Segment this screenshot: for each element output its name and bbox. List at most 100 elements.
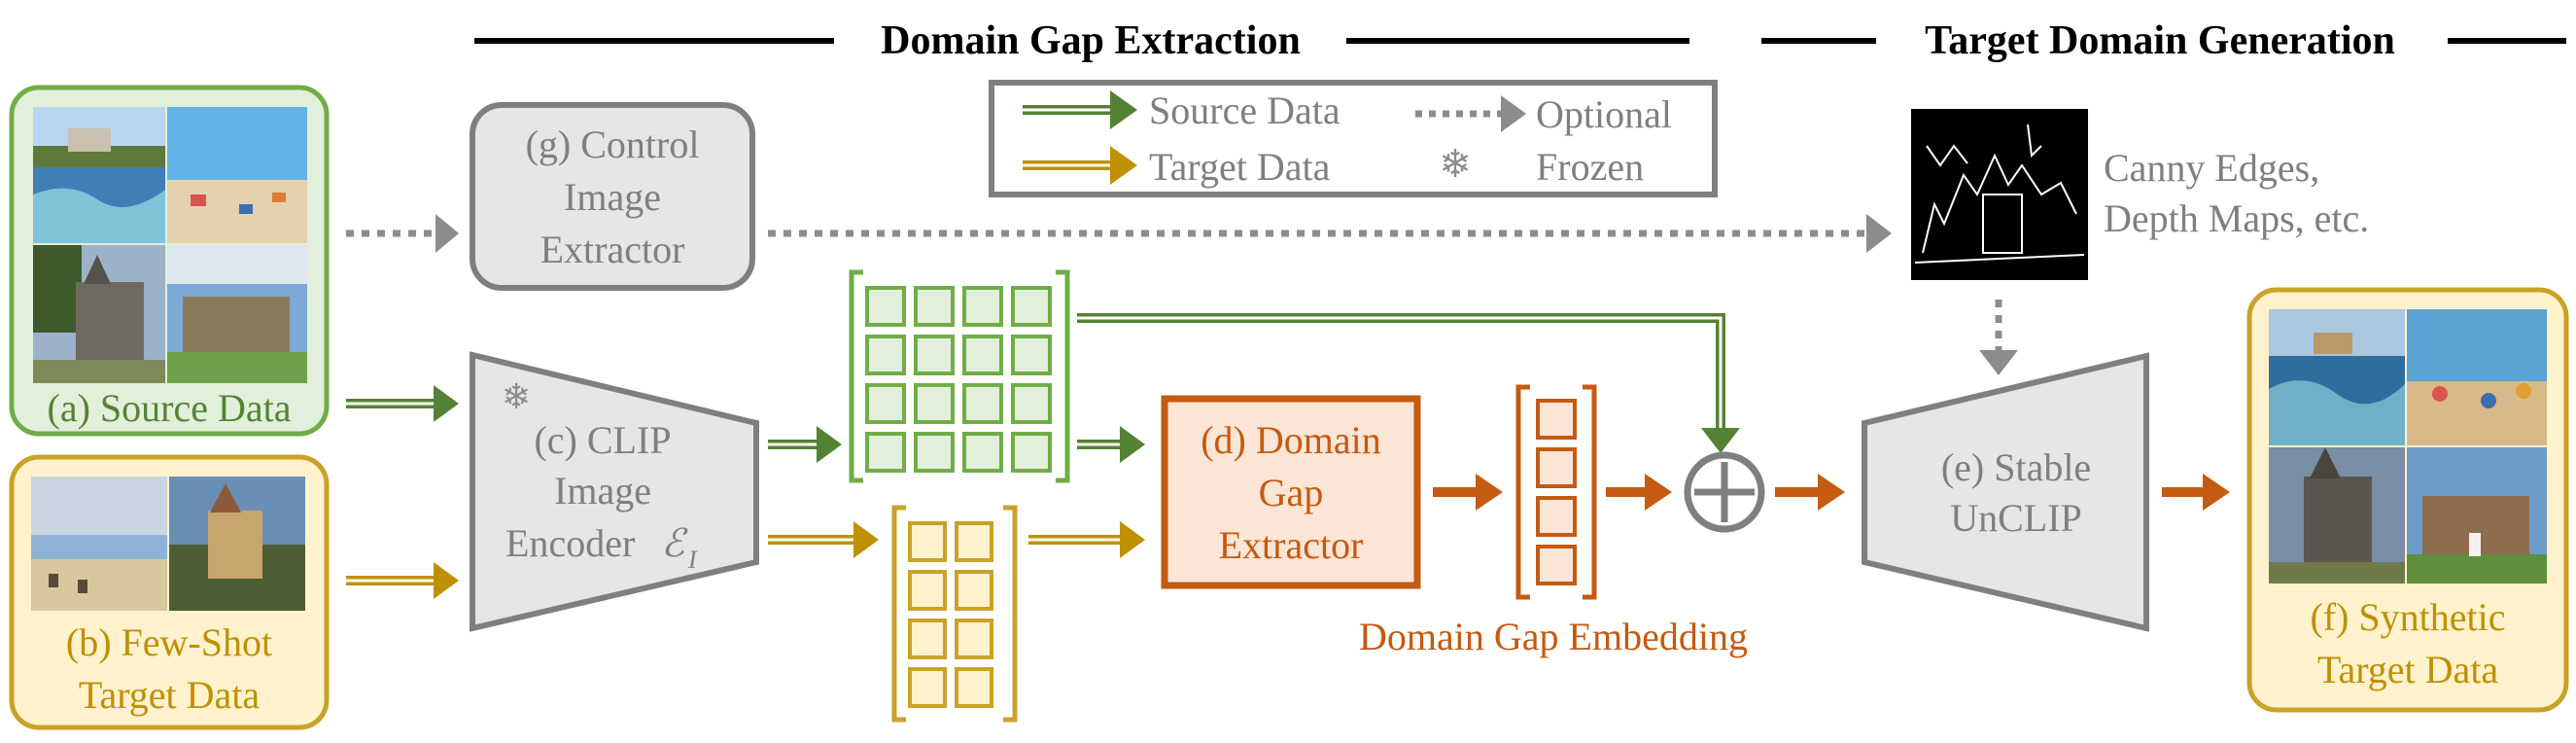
clip-label-line3: Encoder <box>505 521 635 565</box>
gap-extractor-to-embedding-arrow <box>1433 474 1503 511</box>
section-title-target-generation: Target Domain Generation <box>1925 18 2395 63</box>
domain-gap-embedding-vector <box>1515 384 1597 600</box>
embedding-to-plus-arrow <box>1606 474 1672 511</box>
source-to-gap-extractor-arrow <box>1077 426 1145 463</box>
synthetic-image-beach <box>2407 309 2547 445</box>
source-data-label: (a) Source Data <box>48 386 292 430</box>
plus-icon <box>1684 451 1765 533</box>
source-embedding-cell <box>1011 335 1052 375</box>
target-embedding-cell <box>955 619 993 659</box>
target-embedding-cell <box>908 619 947 659</box>
control-label-line2: Image <box>564 175 661 219</box>
source-embedding-cell <box>865 432 906 473</box>
fewshot-label-line1: (b) Few-Shot <box>66 620 272 664</box>
source-data-panel: (a) Source Data <box>9 85 330 437</box>
plus-to-unclip-arrow <box>1775 474 1845 511</box>
optional-arrow-to-canny <box>768 214 1892 253</box>
clip-snowflake-icon: ❄ <box>502 377 531 416</box>
source-embedding-cell <box>1011 286 1052 327</box>
synthetic-image-castle <box>2269 447 2405 584</box>
synthetic-target-panel: (f) Synthetic Target Data <box>2246 287 2569 713</box>
gap-label-line1: (d) Domain <box>1201 418 1381 462</box>
clip-to-source-embedding-arrow <box>768 426 842 463</box>
canny-label-line2: Depth Maps, etc. <box>2104 196 2369 240</box>
source-embedding-cell <box>1011 383 1052 424</box>
source-embedding-cell <box>962 335 1003 375</box>
synthetic-label-line2: Target Data <box>2317 648 2499 691</box>
source-embedding-cell <box>914 286 955 327</box>
legend-frozen-label: Frozen <box>1536 145 1644 189</box>
fewshot-target-panel: (b) Few-Shot Target Data <box>9 454 330 730</box>
target-to-gap-extractor-arrow <box>1028 521 1145 558</box>
synthetic-label-line1: (f) Synthetic <box>2310 595 2505 639</box>
target-embedding-cell <box>908 667 947 708</box>
source-embedding-cell <box>865 335 906 375</box>
canny-to-unclip-arrow <box>1979 300 2018 375</box>
unclip-label-line2: UnCLIP <box>1950 496 2082 540</box>
legend-optional-arrow-icon <box>1415 95 1526 132</box>
source-image-coast <box>33 107 165 243</box>
clip-encoder-subscript: I <box>687 546 698 574</box>
clip-label-line1: (c) CLIP <box>534 418 671 462</box>
legend-target-label: Target Data <box>1149 145 1331 189</box>
target-embedding-matrix <box>891 505 1018 723</box>
legend-source-label: Source Data <box>1149 88 1340 132</box>
source-embedding-cell <box>914 432 955 473</box>
source-input-arrow <box>346 385 459 422</box>
domain-gap-embedding-label: Domain Gap Embedding <box>1359 615 1748 658</box>
section-header-gap-extraction: Domain Gap Extraction <box>474 18 1689 63</box>
target-input-arrow <box>346 562 459 599</box>
source-image-castle <box>33 245 165 383</box>
control-image-edges <box>1911 109 2088 280</box>
target-embedding-cell <box>908 570 947 611</box>
optional-arrow-to-control <box>346 214 459 253</box>
control-label-line1: (g) Control <box>526 123 700 166</box>
source-embedding-cell <box>962 383 1003 424</box>
control-label-line3: Extractor <box>540 228 685 271</box>
target-image-castle-painting <box>169 477 305 611</box>
gap-label-line3: Extractor <box>1219 523 1364 567</box>
target-embedding-cell <box>955 667 993 708</box>
clip-encoder-symbol: ℰ <box>661 521 688 565</box>
source-skip-arrow <box>1077 313 1740 453</box>
unclip-label-line1: (e) Stable <box>1941 445 2091 489</box>
gap-label-line2: Gap <box>1259 471 1324 514</box>
canny-label-line1: Canny Edges, <box>2104 146 2319 190</box>
source-embedding-matrix <box>849 269 1070 483</box>
legend-target-arrow-icon <box>1023 146 1137 185</box>
target-embedding-cell <box>908 521 947 562</box>
source-embedding-cell <box>1011 432 1052 473</box>
target-image-beach-painting <box>31 477 167 611</box>
source-image-manor <box>167 245 307 383</box>
source-embedding-cell <box>914 335 955 375</box>
source-embedding-cell <box>962 286 1003 327</box>
section-title-gap-extraction: Domain Gap Extraction <box>881 18 1301 63</box>
legend: Source Data Target Data Optional ❄ Froze… <box>989 80 1718 197</box>
target-embedding-cell <box>955 521 993 562</box>
fewshot-label-line2: Target Data <box>79 673 261 717</box>
snowflake-icon: ❄ <box>1439 142 1472 186</box>
source-embedding-cell <box>865 286 906 327</box>
gap-embedding-cell <box>1536 545 1577 585</box>
source-embedding-cell <box>962 432 1003 473</box>
control-image-extractor: (g) Control Image Extractor <box>470 102 755 291</box>
legend-optional-label: Optional <box>1536 92 1672 136</box>
clip-label-line2: Image <box>554 469 651 513</box>
gap-embedding-cell <box>1536 496 1577 537</box>
source-embedding-cell <box>865 383 906 424</box>
clip-to-target-embedding-arrow <box>768 521 879 558</box>
clip-image-encoder: ❄ (c) CLIP Image Encoder ℰ I <box>470 351 759 632</box>
target-embedding-cell <box>955 570 993 611</box>
section-header-target-generation: Target Domain Generation <box>1761 18 2566 63</box>
synthetic-image-manor <box>2407 447 2547 584</box>
source-image-beach <box>167 107 307 243</box>
synthetic-image-coast <box>2269 309 2405 445</box>
domain-gap-extractor: (d) Domain Gap Extractor <box>1161 395 1421 589</box>
source-embedding-cell <box>914 383 955 424</box>
legend-source-arrow-icon <box>1023 90 1137 129</box>
gap-embedding-cell <box>1536 399 1577 440</box>
unclip-to-synthetic-arrow <box>2162 474 2230 511</box>
stable-unclip: (e) Stable UnCLIP <box>1862 352 2149 632</box>
gap-embedding-cell <box>1536 447 1577 488</box>
